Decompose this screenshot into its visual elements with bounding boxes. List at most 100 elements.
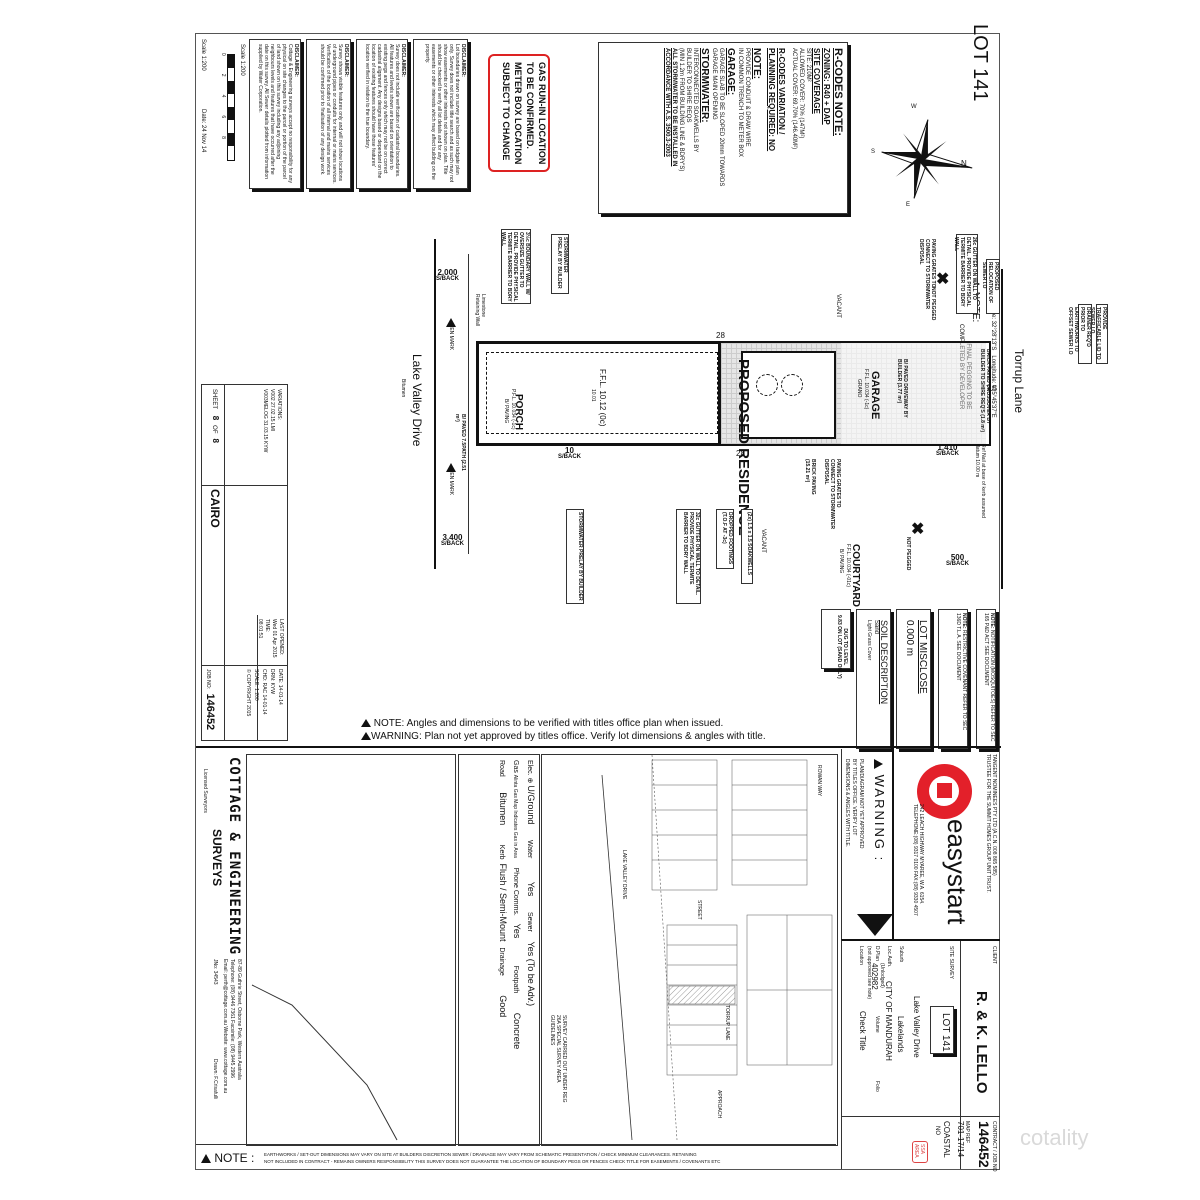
- compass-s: S: [871, 149, 876, 155]
- callout-dropped-footings: DROPPED FOOTINGS (T.O.F AT -3c): [716, 509, 734, 569]
- ssa-area-badge: SSA AREA: [912, 1141, 928, 1163]
- footer-note: NOTE : EARTHWORKS / SET-OUT DIMENSIONS M…: [196, 1144, 836, 1170]
- callout-ref-nail: Ref Nail at base of kerb assumed datum 1…: [974, 444, 986, 518]
- warning-title: WARNING :: [872, 759, 887, 862]
- callout-brick-paving: BRICK PAVING (15.21 m²): [804, 459, 816, 495]
- arrow-down-icon: [857, 914, 893, 936]
- street-torrup-lane: Torrup Lane: [1012, 349, 1026, 414]
- company-block: TANGENT NOMINEES PTY LTD (A.C.N. 008 865…: [841, 749, 1000, 939]
- soakwell-2: [781, 374, 803, 396]
- x-mark-icon: ✖: [911, 521, 925, 538]
- site-street: Lake Valley Drive: [912, 996, 921, 1058]
- callout-drainer: DRAINER REQ'D PRIOR TO EARTHWORKS TO OFF…: [1067, 304, 1092, 364]
- brand-name: easystart: [942, 819, 972, 925]
- gas-runin-warning: GAS RUN-IN LOCATION TO BE CONFIRMED. MET…: [488, 54, 550, 172]
- job-number: JOB NO: 146452: [204, 669, 216, 731]
- callout-32c-gutter: 32c GUTTER ON WALL TO DETAIL. PROVIDE PH…: [676, 509, 701, 604]
- survey-sheet: LOT 141 N S W E Latitude: 32°28'13"S Lon…: [195, 24, 1108, 1171]
- scale-text: Scale 1:200: [200, 39, 206, 71]
- warning-icon: [873, 759, 883, 769]
- pen-mark-2: PEN MARK: [446, 459, 456, 495]
- services-table: Elec. ⊕ U/Ground Water Yes Sewer Yes (To…: [458, 754, 540, 1146]
- suburb: Lakelands: [896, 1016, 905, 1053]
- pen-mark-1: PEN MARK: [446, 314, 456, 350]
- lot-badge: LOT 141: [930, 1006, 954, 1054]
- client-block: CLIENT R. & K. LELLO SITE SURVEY LOT 141…: [841, 939, 1000, 1171]
- variations: VARIATIONS: V002 27.02.15 LMI V003MELOG …: [262, 389, 282, 453]
- warning-text: PLAN/DIAGRAM NOT YET APPROVED BY TITLES …: [844, 759, 864, 849]
- disclaimer-4: DISCLAIMER: Cottage & Engineering survey…: [249, 39, 301, 189]
- compass-w: W: [911, 104, 917, 110]
- deposited-plan: 402982: [870, 963, 879, 990]
- client-name: R. & K. LELLO: [973, 991, 990, 1094]
- callout-boundary-wall: 3½c BOUNDARY WALL W/ OVERSIZE GUTTER TO …: [500, 229, 531, 304]
- lot-title: LOT 141: [969, 24, 991, 102]
- driveway: [836, 343, 986, 444]
- location-map: LAKE VALLEY DRIVE STREET TORRUP LANE APP…: [541, 754, 838, 1146]
- callout-bpaved-path: B/ PAVED 7.5PATH (2.51 m²): [454, 414, 466, 471]
- x-mark-icon: ✖: [936, 271, 950, 288]
- pen-mark-icon: [446, 463, 456, 473]
- callout-stormwater-prelay-bottom: STORMWATER PRELAY BY BUILDER: [566, 509, 584, 604]
- compass-n: N: [961, 159, 967, 168]
- level-profile-line: [251, 984, 398, 1141]
- plan-warning: WARNING: Plan not yet approved by titles…: [361, 730, 766, 743]
- callout-sewer-relocation: PROPOSED RELOCATION OF SEWER I.O: [981, 259, 1000, 314]
- profile-graph: [246, 754, 456, 1146]
- mid-notes: NOTE: Angles and dimensions to be verifi…: [361, 717, 766, 743]
- cadastral-map: [601, 754, 833, 1141]
- not-pegged-2: ✖NOT PEGGED: [905, 521, 925, 571]
- callout-paving-grates-bottom: PAVING GRATES TO CONNECT TO STORMWATER D…: [823, 459, 841, 529]
- courtyard-label: COURTYARD: [850, 544, 861, 607]
- warning-icon: [201, 1154, 211, 1164]
- surveyor-contact: 87-89 Guthrie Street, Osborne Park, West…: [222, 959, 242, 1094]
- dim-top: 28: [716, 331, 725, 340]
- callout-retaining-wall: Limestone Retaining Wall: [474, 294, 486, 327]
- disclaimer-2: DISCLAIMER: Survey does not include veri…: [356, 39, 408, 189]
- contract-number: 146452: [976, 1121, 992, 1168]
- time: TIME: 08:01:51: [257, 619, 270, 639]
- note-mosquitoes: NOTE: NOTIFICATION (MOSQUITOES) REFER TO…: [976, 609, 996, 749]
- map-ref: 701-17/14: [956, 1121, 965, 1158]
- drawing-info: DATE: 14-01-14 DRN: KYW CHD: RAC 14-01-1…: [245, 669, 283, 717]
- scale-date: Date: 24 Nov 14: [200, 109, 206, 153]
- note-covenant: NOTE: RESTRICTIVE COVENANT REFER TO SEC …: [938, 609, 968, 749]
- check-title: Check Title: [858, 1011, 867, 1051]
- vacant-bottom: VACANT: [760, 529, 766, 553]
- map-note: SURVEY CARRIED OUT UNDER REG 26A SPECIAL…: [549, 1015, 567, 1103]
- soakwell-1: [756, 374, 778, 396]
- pen-mark-icon: [446, 318, 456, 328]
- lane-kerb: [1001, 269, 1003, 589]
- callout-crossover: BRICK PAVED CROSSOVER BY BUILDER TO SHIR…: [979, 349, 991, 433]
- residence-outline: [476, 341, 721, 446]
- sheet-number: SHEET 8 OF 8: [211, 389, 220, 443]
- scale-bar: Scale 1:200 02468: [220, 39, 246, 164]
- watermark: cotality: [1020, 1125, 1089, 1150]
- callout-soakwells: (2x) 1.5 x 1.5 SOAKWELLS: [741, 509, 753, 584]
- surveyor-block: COTTAGE & ENGINEERING SURVEYS Licensed S…: [202, 757, 242, 1100]
- warning-icon: [361, 732, 371, 741]
- callout-driveway: B/ PAVED DRIVEWAY BY BUILDER (3.77 m²): [896, 359, 908, 418]
- not-pegged-1: ✖NOT PEGGED: [930, 271, 950, 321]
- surveyor-name: COTTAGE & ENGINEERING: [226, 757, 242, 956]
- design-name: CAIRO: [208, 489, 222, 528]
- street-lake-valley-drive: Lake Valley Drive: [410, 354, 424, 447]
- easystart-logo-icon: [917, 764, 972, 819]
- title-block: VARIATIONS: V002 27.02.15 LMI V003MELOG …: [201, 384, 288, 741]
- local-authority: CITY OF MANDURAH: [884, 981, 893, 1061]
- disclaimer-1: DISCLAIMER: Lot boundaries drawn on surv…: [413, 39, 468, 189]
- compass-rose: N S W E: [866, 104, 976, 214]
- dim-side: 7.5: [986, 384, 998, 393]
- site-plan: PROPOSED RESIDENCE F.F.L. 10.12 (0c) 10.…: [296, 219, 1108, 639]
- callout-trafficable-lid: PROVIDE TRAFFICABLE LID TO SEWER I.O: [1089, 304, 1108, 364]
- vacant-top: VACANT: [835, 294, 841, 318]
- compass-e: E: [906, 202, 911, 208]
- warning-icon: [361, 719, 371, 728]
- last-opened: LAST OPENED: Wed 01 Apr 2015: [271, 619, 284, 658]
